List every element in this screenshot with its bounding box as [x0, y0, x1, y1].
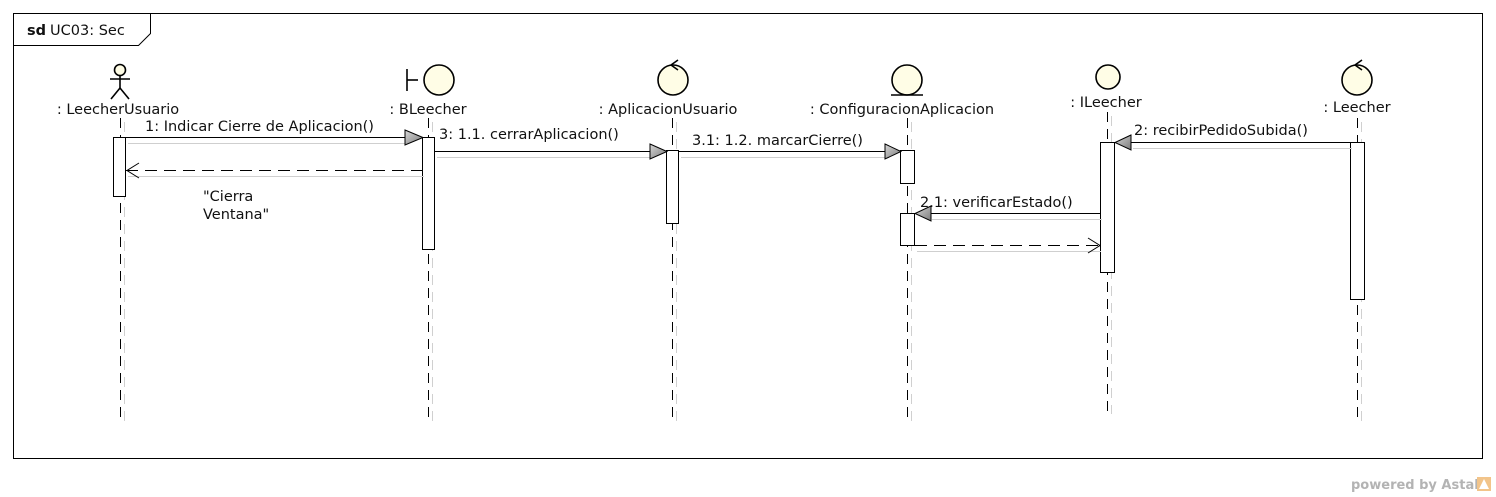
message-m21: 2.1: verificarEstado() — [913, 195, 1102, 222]
message-m2: 2: recibirPedidoSubida() — [1113, 123, 1352, 151]
entity-icon — [891, 64, 923, 96]
lifeline-label-configuracionaplicacion: : ConfiguracionAplicacion — [810, 102, 994, 118]
activation-bleecher — [422, 137, 435, 250]
arrowhead — [404, 129, 425, 146]
message-label-cierra-ventana: "Cierra Ventana" — [203, 189, 269, 223]
lifeline-label-ileecher: : ILeecher — [1070, 95, 1142, 111]
activation-ileecher — [1100, 142, 1115, 273]
activation-aplicacionusuario — [666, 150, 679, 224]
lifeline-label-leecherusuario: : LeecherUsuario — [57, 102, 179, 118]
watermark-text: powered by Astah — [1351, 478, 1483, 493]
frame-name: UC03: Sec — [50, 23, 125, 39]
activation-configuracionaplicacion-2 — [900, 213, 915, 246]
message-label: 2: recibirPedidoSubida() — [1134, 123, 1308, 139]
label-line-1: "Cierra — [203, 189, 253, 205]
message-m1: 1: Indicar Cierre de Aplicacion() — [126, 119, 425, 146]
lifeline-label-aplicacionusuario: : AplicacionUsuario — [599, 102, 738, 118]
frame-border — [13, 13, 1483, 459]
message-m21-return — [915, 237, 1101, 254]
message-label: 3.1: 1.2. marcarCierre() — [692, 133, 863, 149]
actor-icon — [110, 63, 130, 100]
arrowhead — [649, 143, 669, 160]
lifeline-label-bleecher: : BLeecher — [389, 102, 466, 118]
open-arrowhead — [126, 162, 140, 179]
message-label: 2.1: verificarEstado() — [920, 195, 1073, 211]
boundary-icon — [406, 64, 455, 96]
message-m3: 3: 1.1. cerrarAplicacion() — [435, 127, 669, 160]
frame-keyword: sd — [27, 23, 46, 39]
control-icon — [657, 59, 689, 96]
astah-logo-icon — [1477, 477, 1491, 491]
activation-leecher — [1350, 142, 1365, 300]
open-arrowhead — [1087, 237, 1101, 254]
watermark: powered by Astah — [1351, 477, 1491, 493]
frame-tab — [13, 13, 151, 46]
lifeline-shadows — [124, 116, 1362, 422]
arrowhead — [884, 143, 903, 160]
activation-configuracionaplicacion-1 — [900, 150, 915, 184]
label-line-2: Ventana" — [203, 207, 269, 223]
interface-icon — [1095, 64, 1121, 90]
message-label: 3: 1.1. cerrarAplicacion() — [439, 127, 619, 143]
control-icon-leecher — [1341, 59, 1373, 96]
message-m31: 3.1: 1.2. marcarCierre() — [679, 133, 903, 160]
activation-bars — [113, 137, 1365, 300]
activation-leecherusuario — [113, 137, 126, 197]
lifeline-label-leecher: : Leecher — [1323, 100, 1390, 116]
lifeline-lines — [120, 112, 1358, 420]
arrowhead — [913, 205, 932, 222]
message-label: 1: Indicar Cierre de Aplicacion() — [145, 119, 374, 135]
arrowhead — [1113, 134, 1132, 151]
message-cierra-ventana: "Cierra Ventana" — [126, 162, 424, 223]
